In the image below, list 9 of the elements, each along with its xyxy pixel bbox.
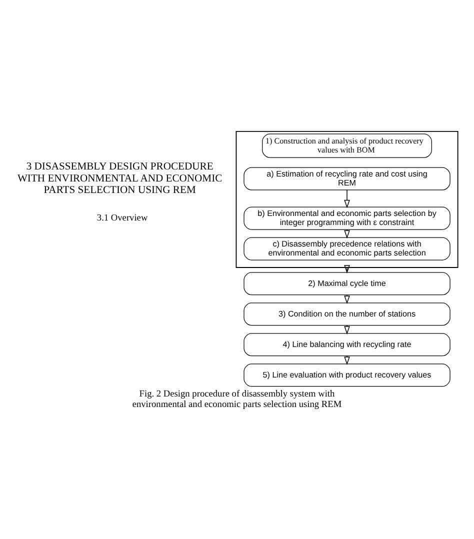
- arrow: [344, 356, 350, 365]
- label: 3.1 Overview: [96, 213, 148, 224]
- arrow: [344, 265, 350, 274]
- diagram-title: 3 DISASSEMBLY DESIGN PROCEDURE WITH ENVIRONMENTAL AND ECONOMIC PARTS SELECTION USING REM: [17, 162, 222, 196]
- arrow: [344, 325, 350, 334]
- arrow: [344, 229, 350, 239]
- caption: Fig. 2 Design procedure of disassembly system with environmental and economic parts selection using REM: [132, 389, 342, 410]
- arrow: [344, 190, 350, 208]
- arrow: [344, 294, 350, 304]
